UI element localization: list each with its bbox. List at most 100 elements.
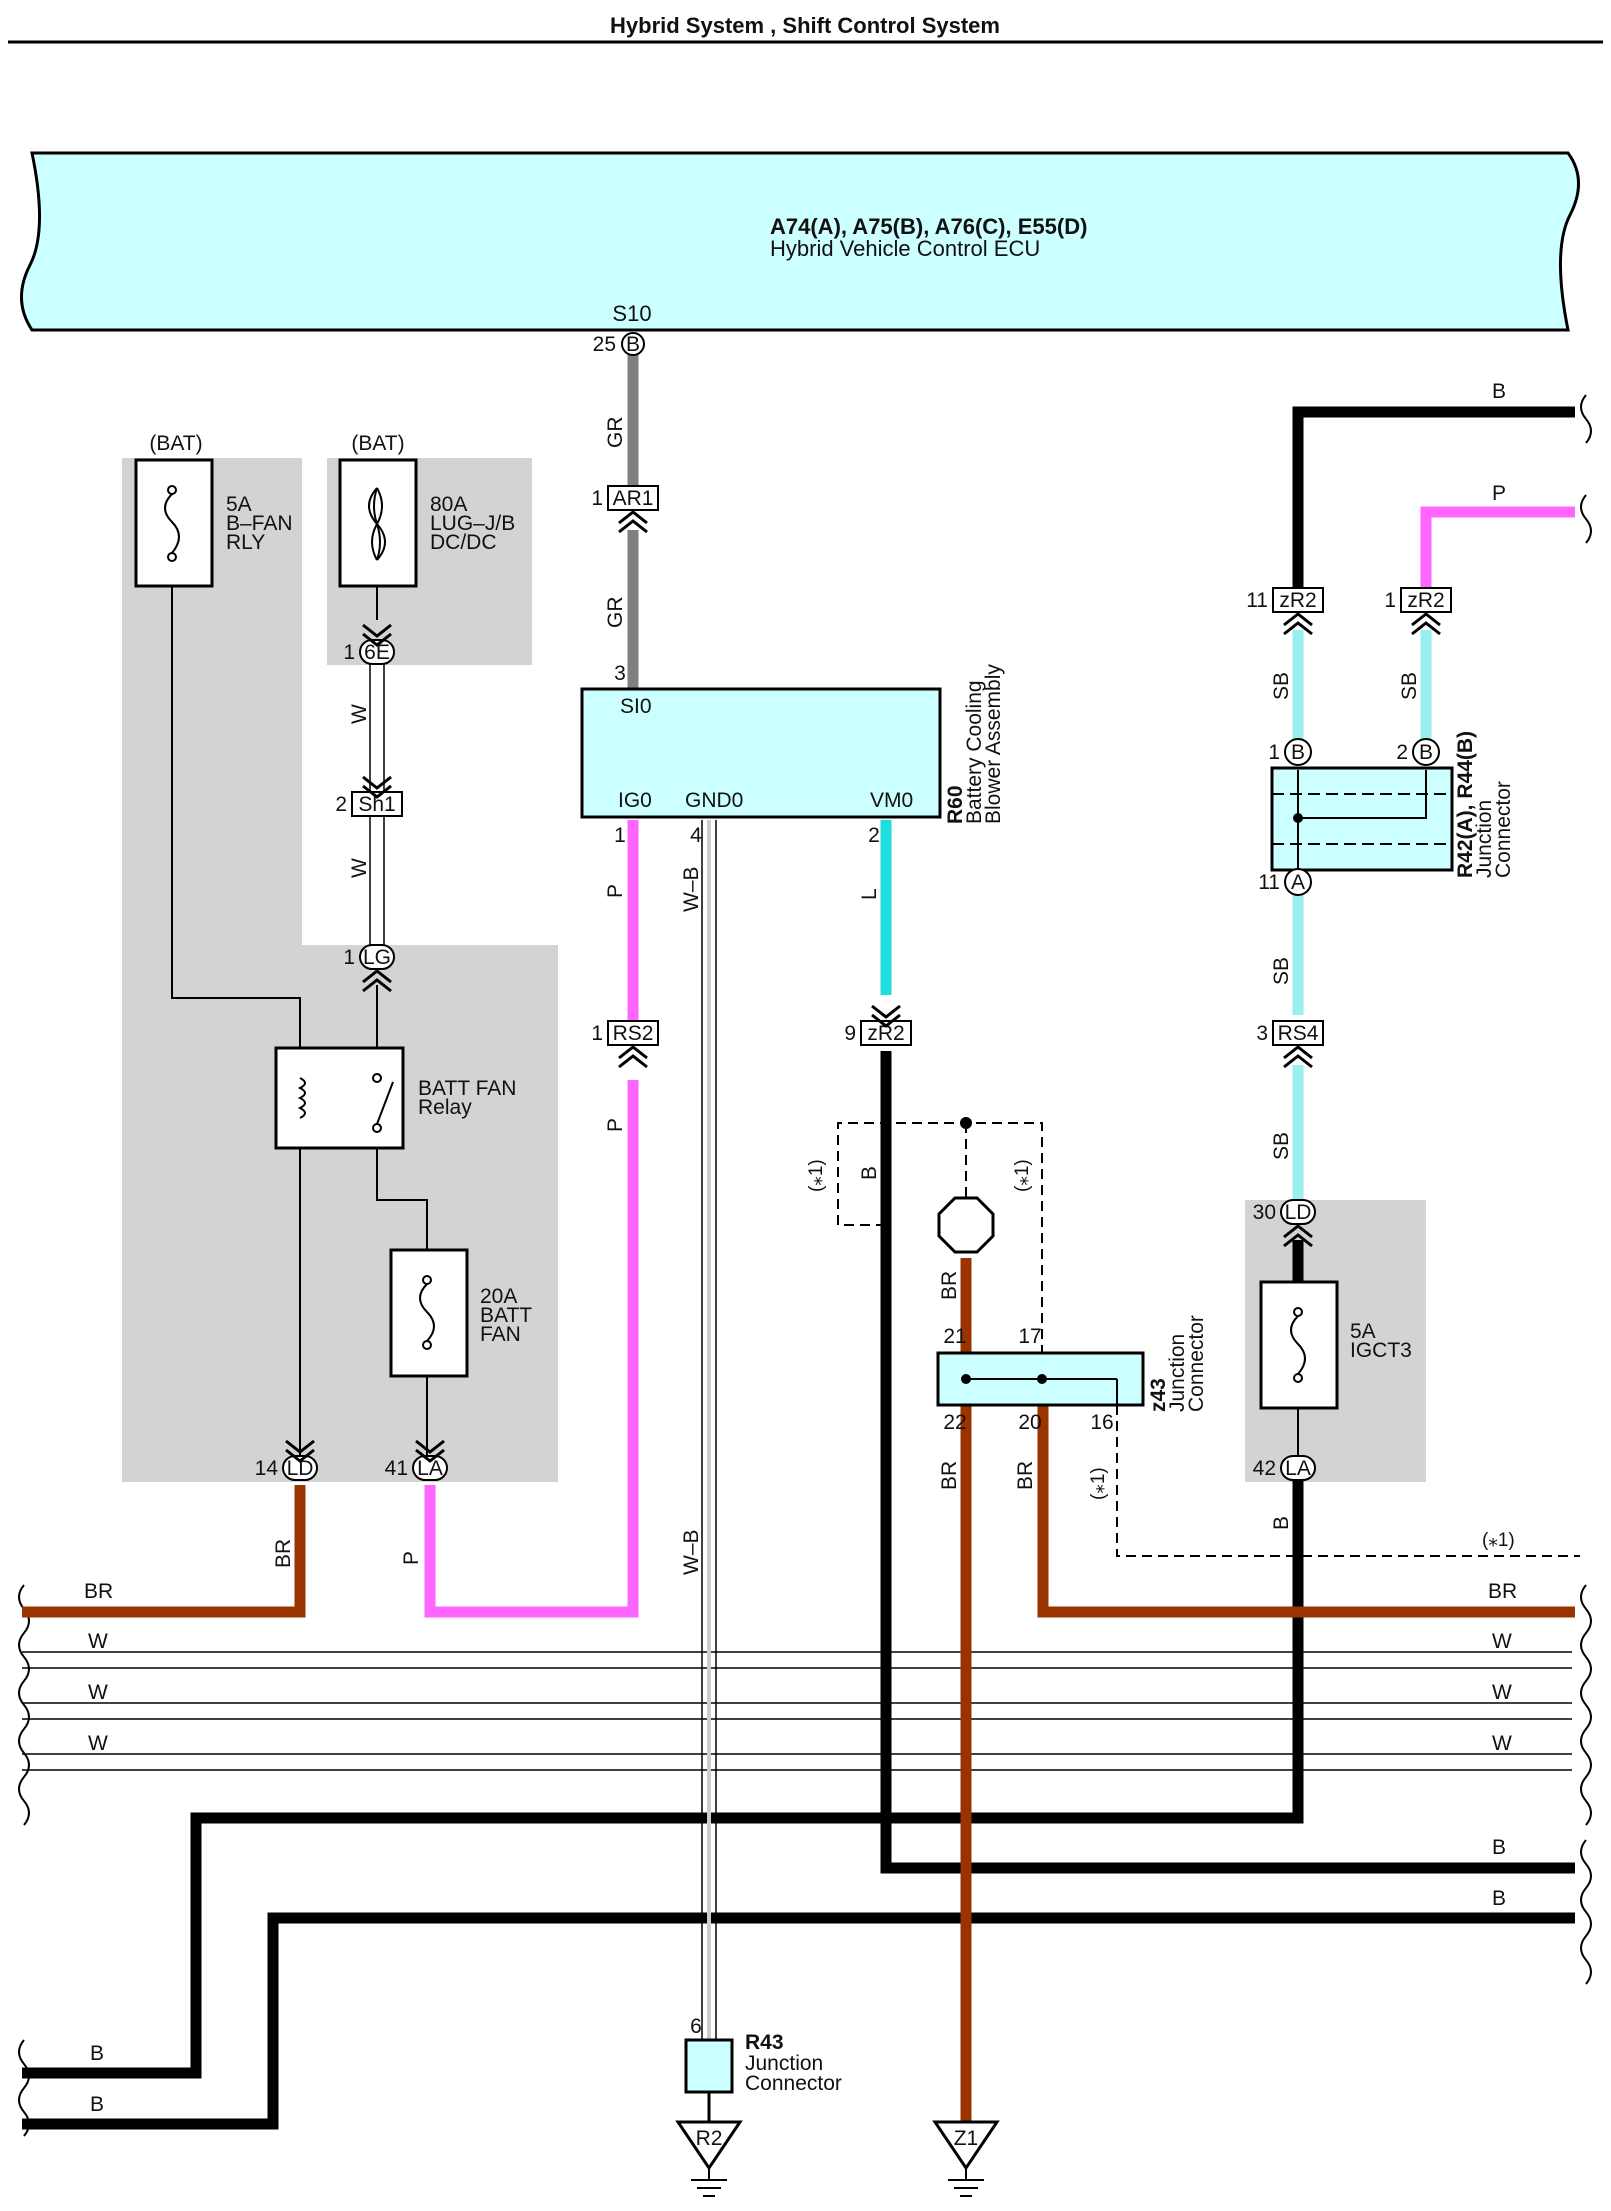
- shade-left: [122, 458, 558, 1482]
- label-b-shield: B: [858, 1166, 881, 1180]
- junction-z43-name2: Connector: [1185, 1315, 1208, 1412]
- label-wb-2: W–B: [680, 1529, 703, 1575]
- connector-r42_a-id: A: [1291, 871, 1305, 894]
- connector-la41-id: LA: [417, 1457, 443, 1480]
- connector-ar1-id: AR1: [613, 487, 654, 510]
- fuse-bfan: [134, 458, 214, 588]
- label-sb-2: SB: [1398, 672, 1421, 700]
- wire-labels: GR GR W W P P P W–B W–B L B BR BR BR BR …: [272, 417, 1515, 1576]
- label-br-4: BR: [272, 1539, 295, 1568]
- fuse-battfan-line1: 20A: [480, 1285, 517, 1308]
- junction-z43-dot1: [961, 1374, 971, 1384]
- label-gr-2: GR: [604, 597, 627, 629]
- junction-r43-name2: Connector: [745, 2072, 842, 2095]
- break-marks-right: [1580, 394, 1592, 1985]
- label-sb-4: SB: [1270, 1132, 1293, 1160]
- note-4: (⁎1): [1482, 1530, 1515, 1551]
- connector-rs2-id: RS2: [613, 1022, 654, 1045]
- blower-box: [580, 687, 942, 819]
- blower-no-si0: 3: [614, 662, 626, 685]
- connector-lg-no: 1: [343, 946, 355, 969]
- connector-r42_b1-no: 1: [1268, 741, 1280, 764]
- connector-zr2_p-id: zR2: [1407, 589, 1444, 612]
- connector-la41-no: 41: [385, 1457, 408, 1480]
- ground-z1-label: Z1: [954, 2127, 979, 2150]
- z43-pin-17: 17: [1018, 1325, 1041, 1348]
- blower-pin-vm0: VM0: [870, 789, 913, 812]
- label-br-right: BR: [1488, 1580, 1517, 1603]
- z43-pin-21: 21: [943, 1325, 966, 1348]
- label-w-right-2: W: [1492, 1681, 1512, 1704]
- label-b-right-1: B: [1492, 1836, 1506, 1859]
- blower-no-ig0: 1: [614, 824, 626, 847]
- connector-e6-id: 6E: [364, 641, 390, 664]
- ecu-box: [20, 151, 1580, 332]
- junction-r42-dot: [1293, 813, 1303, 823]
- fuse-igct3-line2: IGCT3: [1350, 1339, 1412, 1362]
- label-b-igct: B: [1270, 1516, 1293, 1530]
- label-p-2: P: [604, 1118, 627, 1132]
- fuse-bfan-line3: RLY: [226, 531, 265, 554]
- note-3: (⁎1): [1088, 1467, 1109, 1500]
- label-br-left: BR: [84, 1580, 113, 1603]
- blower-pin-gnd0: GND0: [685, 789, 743, 812]
- thin-wires: [171, 560, 428, 1465]
- z43-pin-22: 22: [943, 1411, 966, 1434]
- fuse-lug-source: (BAT): [351, 432, 404, 455]
- blower-no-gnd0: 4: [690, 824, 702, 847]
- fuse-lug: [338, 458, 418, 620]
- label-b-right-2: B: [1492, 1887, 1506, 1910]
- fuse-lug-line1: 80A: [430, 493, 467, 516]
- fuse-battfan-line3: FAN: [480, 1323, 521, 1346]
- connector-zr2_p-no: 1: [1384, 589, 1396, 612]
- fuse-lug-line3: DC/DC: [430, 531, 497, 554]
- blower-code: R60: [944, 785, 967, 824]
- junction-r43-box: [684, 2038, 734, 2094]
- fuse-lug-line2: LUG–J/B: [430, 512, 515, 535]
- ecu-codes: A74(A), A75(B), A76(C), E55(D): [770, 214, 1087, 239]
- ecu-pin-label: S10: [612, 301, 651, 326]
- label-br-1: BR: [938, 1271, 961, 1300]
- connector-r42_a-no: 11: [1258, 871, 1280, 894]
- fuse-battfan-line2: BATT: [480, 1304, 532, 1327]
- blower-no-vm0: 2: [868, 824, 880, 847]
- fuse-bfan-source: (BAT): [149, 432, 202, 455]
- ecu-pin-conn: B: [626, 333, 640, 356]
- z43-pin-16: 16: [1090, 1411, 1113, 1434]
- shield-splice: [937, 1196, 995, 1254]
- label-wb-1: W–B: [680, 866, 703, 912]
- connector-zr2_vm-id: zR2: [867, 1022, 904, 1045]
- blower-name2: Blower Assembly: [982, 664, 1005, 824]
- junction-r43-code: R43: [745, 2031, 784, 2054]
- label-p-3: P: [400, 1551, 423, 1565]
- sb-wires: [1292, 630, 1432, 1200]
- label-l: L: [858, 888, 881, 900]
- connector-ar1: AR1 1: [591, 485, 659, 534]
- page-title: Hybrid System , Shift Control System: [610, 13, 1000, 38]
- connector-zr2_b-id: zR2: [1279, 589, 1316, 612]
- connector-sh1-id: Sh1: [358, 793, 395, 816]
- blower-pin-ig0: IG0: [618, 789, 652, 812]
- note-2: (⁎1): [1012, 1159, 1033, 1192]
- connector-lg-id: LG: [363, 946, 391, 969]
- fuse-bfan-line2: B–FAN: [226, 512, 293, 535]
- label-w-left-3: W: [88, 1732, 108, 1755]
- label-w-2: W: [348, 858, 371, 878]
- wire-labels-horizontal: B P BR BR W W W W W W B B B B: [84, 380, 1517, 2116]
- label-w-right-3: W: [1492, 1732, 1512, 1755]
- connector-e6: 6E 1: [343, 623, 395, 665]
- connector-e6-no: 1: [343, 641, 355, 664]
- connector-r42_b1: B1: [1268, 738, 1312, 766]
- connector-ar1-no: 1: [591, 487, 603, 510]
- junction-z43-dot2: [1037, 1374, 1047, 1384]
- connector-rs4-no: 3: [1256, 1022, 1268, 1045]
- blower-name1: Battery Cooling: [963, 680, 986, 824]
- batt-fan-relay: [274, 1046, 405, 1150]
